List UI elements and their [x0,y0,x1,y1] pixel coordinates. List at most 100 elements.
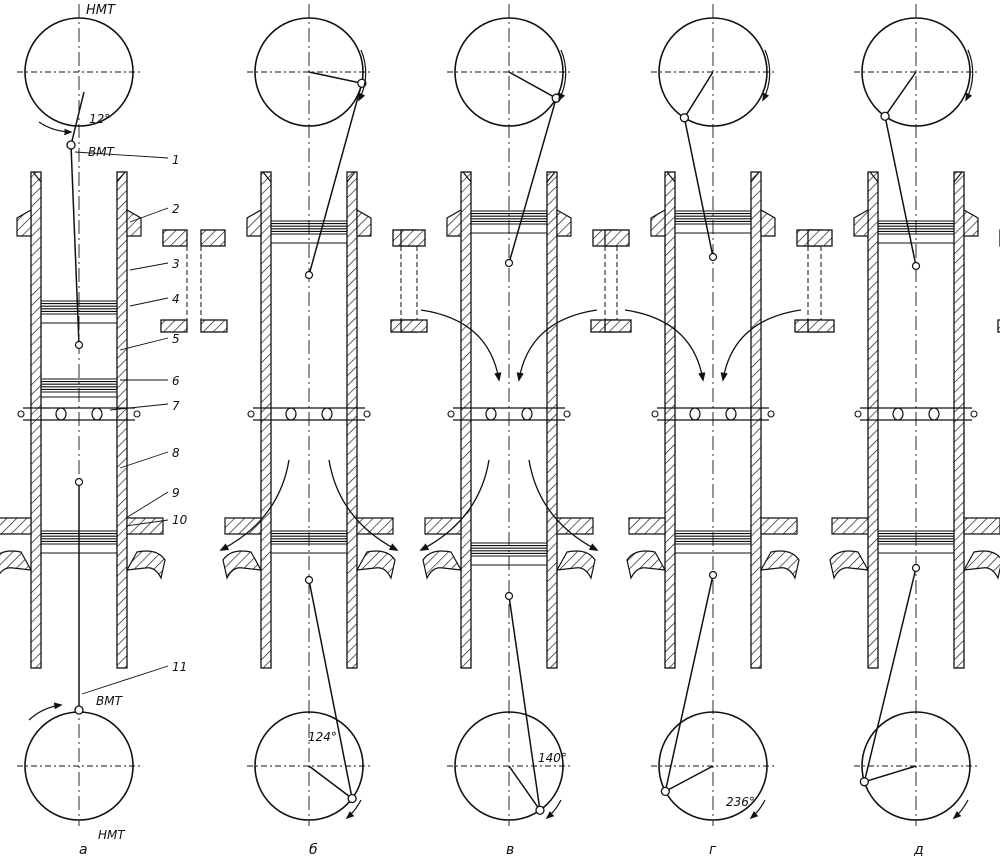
intake-receiver-outline [604,246,822,320]
injector-port-left [689,407,701,421]
intake-flow-left [624,309,706,382]
exhaust-manifold-right [555,550,596,580]
angle-140-label: 140° [538,751,567,765]
callout-6: 6 [172,374,180,388]
upper-crank-arm [884,71,917,117]
exhaust-flange-right [556,517,594,535]
panel-letter-a: а [79,842,88,858]
callout-leader-2 [129,207,169,223]
lower-crank-pin [859,777,870,787]
upper-piston [271,220,347,244]
intake-receiver-outline [186,246,188,320]
exhaust-manifold-right [759,550,800,580]
upper-piston [675,210,751,234]
lower-piston [271,530,347,554]
angle-124-label: 124° [308,730,337,744]
injector-port-right [521,407,533,421]
angle-12-label: 12° [89,112,110,126]
callout-3: 3 [172,257,180,271]
intake-flange-left [200,229,226,247]
upper-crank-arm [308,71,362,84]
upper-flange-right [963,208,979,237]
upper-crank-pin [880,111,890,121]
injector-left [854,410,862,418]
upper-flange-left [446,208,462,237]
upper-crank-pin [551,93,561,103]
callout-leader-3 [129,262,169,271]
exhaust-flange-left [224,517,262,535]
panel-letter-b: б [309,842,318,858]
upper-crank-arm [70,91,85,146]
exhaust-manifold-right [125,550,166,580]
intake-flange-right [162,229,188,247]
upper-flange-right [356,208,372,237]
exhaust-manifold-left [829,550,870,580]
lower-piston-pin [504,591,514,601]
upper-crank-arm [508,71,557,99]
nmt-bottom-label: НМТ [98,828,126,842]
intake-base-left [604,319,632,333]
callout-9: 9 [172,486,180,500]
lower-rotation-arrow [345,799,362,820]
injector-right [970,410,978,418]
upper-rotation-arrow [965,49,974,102]
injector-right [563,410,571,418]
lower-connecting-rod [664,574,714,792]
callout-5: 5 [172,332,180,346]
upper-piston-pin [911,261,921,271]
intake-receiver-outline [200,246,418,320]
callout-1: 1 [172,153,180,167]
intake-receiver-outline [400,246,618,320]
exhaust-flange-left [831,517,869,535]
injector-port-left [892,407,904,421]
upper-rotation-arrow [558,49,567,102]
vmt-top-label: ВМТ [88,145,116,159]
injector-port-left [485,407,497,421]
intake-base-left [807,319,835,333]
callout-leader-1 [74,151,169,159]
intake-flange-left [807,229,833,247]
intake-receiver-outline [807,246,809,320]
injector-right [133,410,141,418]
upper-flange-left [16,208,32,237]
intake-flow-right [720,309,802,382]
injector-port-right [321,407,333,421]
exhaust-flow-left [419,459,490,551]
callout-leader-7 [109,403,169,411]
lower-piston [878,530,954,554]
exhaust-manifold-right [355,550,396,580]
injector-port-left [55,407,67,421]
lower-rotation-arrow [952,799,969,820]
upper-rotation-arrow [38,121,73,136]
lower-connecting-rod [508,595,541,811]
upper-connecting-rod [308,83,363,276]
lower-rotation-arrow [749,799,766,820]
exhaust-flange-right [760,517,798,535]
exhaust-flange-left [424,517,462,535]
intake-flow-left [420,309,502,382]
exhaust-flange-right [963,517,1000,535]
lower-piston-pin [304,575,314,585]
lower-connecting-rod [308,579,353,799]
lower-rotation-arrow [28,702,63,721]
upper-piston [471,210,547,234]
lower-rotation-arrow [545,799,562,820]
injector-left [17,410,25,418]
callout-leader-4 [129,297,169,307]
lower-crank-pin [347,793,357,804]
upper-piston-pin [74,340,84,350]
intake-base-right [997,319,1000,333]
lower-crank-arm [664,765,714,793]
intake-flange-left [400,229,426,247]
exhaust-manifold-left [422,550,463,580]
intake-flange-left [604,229,630,247]
angle-236-label: 236° [726,795,755,809]
nmt-top-label: НМТ [86,3,116,18]
lower-piston [675,530,751,554]
injector-port-right [91,407,103,421]
exhaust-flange-left [0,517,32,535]
upper-rotation-arrow [762,49,771,102]
exhaust-flange-right [356,517,394,535]
exhaust-manifold-left [626,550,667,580]
